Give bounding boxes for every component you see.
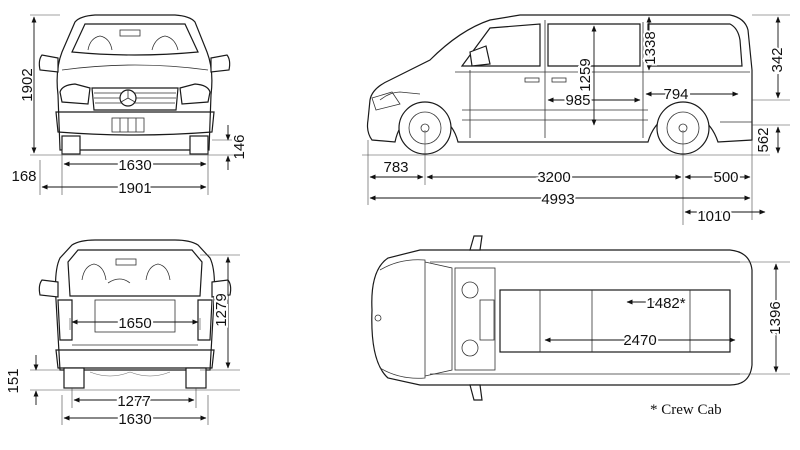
rear-opening-height-label: 1279 <box>213 293 230 326</box>
front-view: 1902 146 1630 168 1901 <box>11 14 248 199</box>
rear-view: 1650 1279 151 1277 1630 <box>5 239 240 430</box>
side-rear-overhang-label: 500 <box>713 169 738 186</box>
side-partition-label: 985 <box>565 92 590 109</box>
front-clearance-label: 146 <box>231 134 248 159</box>
rear-track-label: 1630 <box>118 411 151 428</box>
side-front-overhang-label: 783 <box>383 159 408 176</box>
side-overall-length-label: 4993 <box>541 191 574 208</box>
front-track-label: 1630 <box>118 157 151 174</box>
front-width-label: 1901 <box>118 180 151 197</box>
side-interior-height-label: 1259 <box>577 58 594 91</box>
crew-cab-footnote: * Crew Cab <box>650 402 722 418</box>
side-roof-height-label: 1338 <box>642 31 659 64</box>
side-rear-top-label: 342 <box>769 47 786 72</box>
top-cargo-length-label: 2470 <box>623 332 656 349</box>
top-interior-width-label: 1396 <box>767 301 784 334</box>
front-side-overhang-label: 168 <box>11 168 36 185</box>
front-height-label: 1902 <box>19 68 36 101</box>
side-rear-opening-length-label: 1010 <box>697 208 730 225</box>
side-wheelbase-label: 3200 <box>537 169 570 186</box>
side-floor-height-label: 562 <box>755 127 772 152</box>
side-rear-opening-label: 794 <box>663 86 688 103</box>
rear-step-height-label: 151 <box>5 368 22 393</box>
top-crew-length-label: 1482* <box>646 295 685 312</box>
rear-load-width-label: 1650 <box>118 315 151 332</box>
top-view: 1482* 2470 1396 <box>371 235 790 401</box>
rear-opening-width-label: 1277 <box>117 393 150 410</box>
side-view: 1259 1338 985 794 342 562 783 3200 500 4… <box>362 14 790 227</box>
